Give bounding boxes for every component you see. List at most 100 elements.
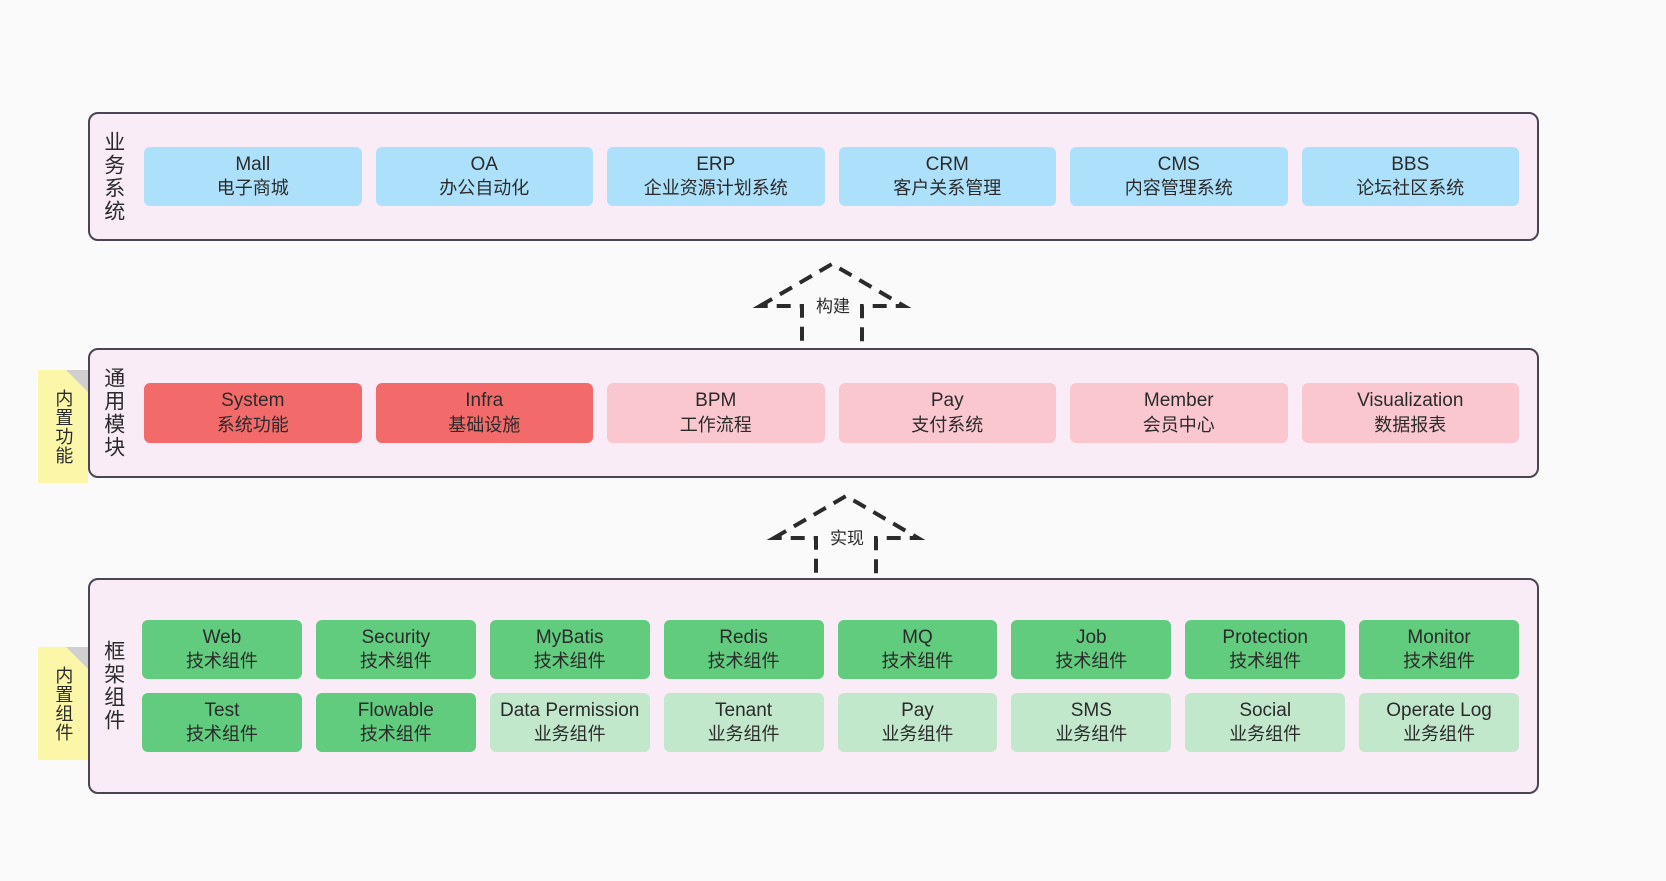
layer-body-common: System 系统功能 Infra 基础设施 BPM 工作流程 Pay 支付系统… [136, 350, 1537, 476]
row-business-1: Mall 电子商城 OA 办公自动化 ERP 企业资源计划系统 CRM 客户关系… [144, 146, 1519, 207]
cell-title: Job [1075, 626, 1107, 648]
cell-title: BPM [695, 390, 737, 412]
cell-subtitle: 技术组件 [1403, 650, 1476, 671]
cell-title: BBS [1391, 153, 1430, 175]
cell-title: Pay [901, 700, 934, 721]
cell-title: Redis [719, 626, 768, 648]
cell-operate-log[interactable]: Operate Log 业务组件 [1359, 693, 1519, 753]
cell-subtitle: 业务组件 [533, 724, 606, 745]
cell-cms[interactable]: CMS 内容管理系统 [1070, 146, 1288, 207]
cell-title: Pay [930, 390, 964, 412]
cell-infra[interactable]: Infra 基础设施 [375, 383, 593, 443]
cell-title: Flowable [357, 700, 434, 721]
note-builtin-feature: 内置功能 [38, 370, 88, 483]
layer-title-business: 业务系统 [101, 130, 125, 223]
cell-erp[interactable]: ERP 企业资源计划系统 [607, 146, 825, 207]
cell-security[interactable]: Security 技术组件 [315, 619, 476, 679]
note-builtin-component: 内置组件 [38, 647, 88, 760]
arrow-build-label: 构建 [814, 292, 852, 317]
cell-title: Operate Log [1386, 700, 1492, 721]
layer-body-business: Mall 电子商城 OA 办公自动化 ERP 企业资源计划系统 CRM 客户关系… [136, 114, 1537, 239]
cell-subtitle: 技术组件 [185, 650, 258, 671]
cell-monitor[interactable]: Monitor 技术组件 [1359, 619, 1519, 679]
note-label: 内置功能 [53, 388, 74, 465]
layer-framework-component: 框架组件 Web 技术组件 Security 技术组件 MyBatis 技术组件… [88, 578, 1539, 794]
cell-mq[interactable]: MQ 技术组件 [837, 619, 998, 679]
cell-web[interactable]: Web 技术组件 [142, 619, 302, 679]
cell-title: ERP [696, 153, 736, 175]
cell-visualization[interactable]: Visualization 数据报表 [1301, 383, 1519, 443]
cell-subtitle: 基础设施 [448, 414, 521, 435]
cell-bpm[interactable]: BPM 工作流程 [607, 383, 825, 443]
cell-data-permission[interactable]: Data Permission 业务组件 [489, 693, 650, 753]
layer-common-module: 通用模块 System 系统功能 Infra 基础设施 BPM 工作流程 Pay… [88, 348, 1539, 478]
cell-subtitle: 会员中心 [1142, 414, 1215, 435]
cell-subtitle: 电子商城 [216, 178, 289, 199]
cell-oa[interactable]: OA 办公自动化 [375, 146, 593, 207]
cell-subtitle: 业务组件 [1229, 724, 1302, 745]
cell-subtitle: 工作流程 [679, 414, 752, 435]
cell-title: Web [202, 626, 242, 648]
cell-title: CMS [1157, 153, 1200, 175]
cell-social[interactable]: Social 业务组件 [1185, 693, 1346, 753]
note-fold-icon [66, 647, 88, 669]
cell-subtitle: 业务组件 [707, 724, 780, 745]
cell-subtitle: 技术组件 [533, 650, 606, 671]
cell-subtitle: 技术组件 [881, 650, 954, 671]
layer-title-common: 通用模块 [101, 367, 125, 459]
layer-title-frame: 框架组件 [101, 640, 125, 732]
cell-subtitle: 技术组件 [1229, 650, 1302, 671]
cell-pay-business[interactable]: Pay 业务组件 [837, 693, 998, 753]
cell-redis[interactable]: Redis 技术组件 [663, 619, 824, 679]
cell-mall[interactable]: Mall 电子商城 [144, 146, 362, 207]
cell-title: Tenant [715, 700, 773, 721]
cell-tenant[interactable]: Tenant 业务组件 [663, 693, 824, 753]
row-frame-2: Test 技术组件 Flowable 技术组件 Data Permission … [142, 693, 1519, 753]
cell-subtitle: 业务组件 [881, 724, 954, 745]
cell-title: Security [361, 626, 431, 648]
note-fold-icon [66, 370, 88, 392]
cell-title: SMS [1070, 700, 1112, 721]
arrow-implement: 实现 [766, 490, 926, 586]
note-label: 内置组件 [53, 665, 74, 742]
cell-subtitle: 系统功能 [216, 414, 289, 435]
cell-title: Visualization [1357, 390, 1464, 412]
cell-title: OA [470, 153, 498, 175]
cell-crm[interactable]: CRM 客户关系管理 [838, 146, 1056, 207]
cell-subtitle: 技术组件 [185, 724, 258, 745]
cell-mybatis[interactable]: MyBatis 技术组件 [489, 619, 650, 679]
cell-subtitle: 技术组件 [359, 724, 432, 745]
cell-title: Protection [1222, 626, 1308, 648]
cell-subtitle: 技术组件 [707, 650, 780, 671]
cell-member[interactable]: Member 会员中心 [1070, 383, 1288, 443]
cell-title: Member [1143, 390, 1214, 412]
cell-title: Data Permission [499, 700, 640, 721]
cell-bbs[interactable]: BBS 论坛社区系统 [1301, 146, 1519, 207]
cell-title: MyBatis [535, 626, 604, 648]
cell-subtitle: 内容管理系统 [1124, 178, 1233, 199]
cell-sms[interactable]: SMS 业务组件 [1011, 693, 1172, 753]
cell-pay[interactable]: Pay 支付系统 [838, 383, 1056, 443]
cell-test[interactable]: Test 技术组件 [142, 693, 302, 753]
cell-subtitle: 数据报表 [1374, 414, 1447, 435]
cell-subtitle: 企业资源计划系统 [643, 178, 788, 199]
row-frame-1: Web 技术组件 Security 技术组件 MyBatis 技术组件 Redi… [142, 619, 1519, 679]
cell-subtitle: 技术组件 [1055, 650, 1128, 671]
cell-subtitle: 论坛社区系统 [1356, 178, 1465, 199]
cell-subtitle: 技术组件 [359, 650, 432, 671]
cell-title: Mall [235, 153, 271, 175]
arrow-implement-label: 实现 [828, 524, 866, 549]
cell-title: Social [1239, 700, 1292, 721]
cell-title: CRM [925, 153, 969, 175]
layer-body-frame: Web 技术组件 Security 技术组件 MyBatis 技术组件 Redi… [136, 580, 1537, 792]
cell-system[interactable]: System 系统功能 [144, 383, 362, 443]
cell-protection[interactable]: Protection 技术组件 [1185, 619, 1346, 679]
cell-title: MQ [902, 626, 933, 648]
cell-subtitle: 客户关系管理 [893, 178, 1002, 199]
cell-title: System [221, 390, 285, 412]
cell-flowable[interactable]: Flowable 技术组件 [315, 693, 476, 753]
layer-business-system: 业务系统 Mall 电子商城 OA 办公自动化 ERP 企业资源计划系统 CRM… [88, 112, 1539, 241]
cell-job[interactable]: Job 技术组件 [1011, 619, 1172, 679]
cell-subtitle: 业务组件 [1403, 724, 1476, 745]
